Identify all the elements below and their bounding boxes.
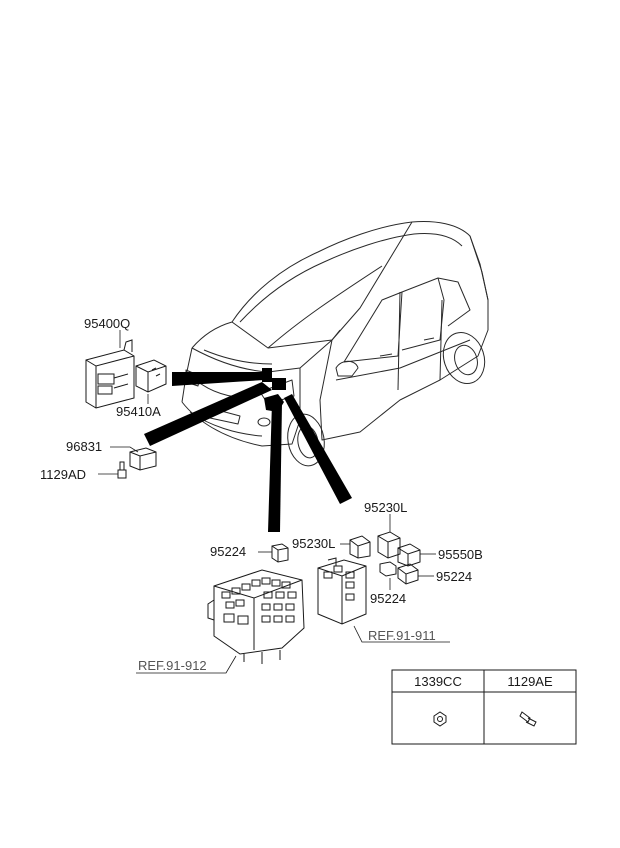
bolt-1129ad	[117, 461, 127, 479]
bolt-icon	[519, 711, 537, 727]
label-ref-912: REF.91-912	[138, 658, 207, 673]
table-header-1339cc: 1339CC	[414, 674, 462, 689]
hardware-table: 1339CC 1129AE	[391, 669, 577, 745]
label-95224-left: 95224	[210, 544, 246, 559]
label-95410a: 95410A	[116, 404, 161, 419]
leader-ref-911	[353, 625, 450, 643]
label-95230l-top: 95230L	[364, 500, 407, 515]
relay-95230l-mid	[349, 535, 371, 559]
part-96831	[129, 447, 157, 471]
table-header-1129ae: 1129AE	[507, 674, 553, 689]
relay-95410a	[135, 359, 167, 393]
nut-icon	[433, 711, 447, 727]
relay-95550b	[397, 543, 421, 567]
label-95230l-mid: 95230L	[292, 536, 335, 551]
label-ref-911: REF.91-911	[368, 628, 436, 643]
label-1129ad: 1129AD	[40, 467, 86, 482]
label-95224-bottom: 95224	[370, 591, 406, 606]
label-95550b: 95550B	[438, 547, 483, 562]
leader-ref-912	[136, 655, 237, 674]
car-illustration	[181, 221, 489, 467]
fuse-box-91-911	[317, 557, 367, 625]
leader-96831	[110, 446, 139, 453]
fuse-box-91-912	[207, 569, 305, 664]
relay-95224-right	[379, 561, 419, 585]
label-96831: 96831	[66, 439, 102, 454]
relay-95224-left	[271, 543, 289, 563]
pointer-wedges	[144, 368, 352, 532]
relay-95230l-top	[377, 531, 401, 559]
label-95224-right: 95224	[436, 569, 472, 584]
label-95400q: 95400Q	[84, 316, 130, 331]
module-95400q	[85, 339, 135, 409]
